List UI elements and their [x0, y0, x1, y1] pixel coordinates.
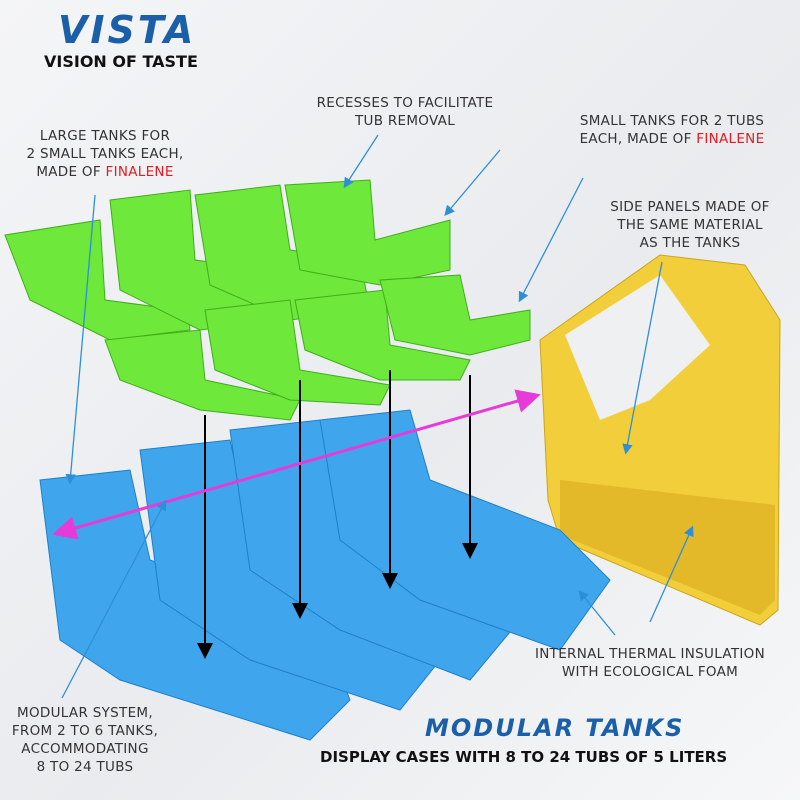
- label-line: LARGE TANKS FOR: [39, 128, 171, 144]
- callout-line: [343, 134, 379, 189]
- brand-tagline: VISION OF TASTE: [44, 52, 198, 71]
- label-line: MODULAR SYSTEM,: [17, 705, 153, 721]
- material-name: FINALENE: [696, 131, 765, 147]
- label-line: WITH ECOLOGICAL FOAM: [561, 664, 739, 680]
- small-tanks: [4, 179, 531, 421]
- label-line: SMALL TANKS FOR 2 TUBS: [579, 113, 765, 129]
- label-line: 2 SMALL TANKS EACH,: [26, 146, 184, 162]
- brand-logo: VISTA: [58, 8, 197, 52]
- label-small-tanks: SMALL TANKS FOR 2 TUBS EACH, MADE OF FIN…: [552, 112, 792, 148]
- label-text: EACH, MADE OF: [579, 131, 697, 147]
- label-recesses: RECESSES TO FACILITATE TUB REMOVAL: [295, 94, 515, 130]
- label-side-panels: SIDE PANELS MADE OF THE SAME MATERIAL AS…: [590, 198, 790, 252]
- label-line: ACCOMMODATING: [21, 741, 149, 757]
- label-insulation: INTERNAL THERMAL INSULATION WITH ECOLOGI…: [505, 645, 795, 681]
- footer-subtitle: DISPLAY CASES WITH 8 TO 24 TUBS OF 5 LIT…: [320, 748, 728, 766]
- material-name: FINALENE: [105, 164, 174, 180]
- label-modular-system: MODULAR SYSTEM, FROM 2 TO 6 TANKS, ACCOM…: [0, 704, 170, 776]
- label-line: AS THE TANKS: [639, 235, 741, 251]
- callout-line: [622, 261, 663, 455]
- callout-line: [61, 499, 167, 699]
- label-line: EACH, MADE OF FINALENE: [552, 130, 792, 148]
- callout-lines: [61, 134, 694, 699]
- label-line: TUB REMOVAL: [354, 113, 456, 129]
- label-line: THE SAME MATERIAL: [617, 217, 763, 233]
- side-panel-attachment-arrow: [52, 389, 541, 540]
- callout-line: [518, 177, 584, 303]
- label-line: SIDE PANELS MADE OF: [610, 199, 770, 215]
- label-line: INTERNAL THERMAL INSULATION: [535, 646, 765, 662]
- label-line: 8 TO 24 TUBS: [36, 759, 134, 775]
- label-line: MADE OF FINALENE: [20, 163, 190, 181]
- callout-line: [649, 525, 694, 623]
- callout-line: [65, 194, 96, 485]
- footer-title: MODULAR TANKS: [425, 714, 685, 742]
- side-panel: [539, 254, 781, 626]
- large-tanks: [39, 409, 611, 741]
- label-line: RECESSES TO FACILITATE: [316, 95, 494, 111]
- label-line: FROM 2 TO 6 TANKS,: [11, 723, 159, 739]
- label-large-tanks: LARGE TANKS FOR 2 SMALL TANKS EACH, MADE…: [20, 127, 190, 181]
- callout-line: [444, 149, 501, 216]
- callout-line: [578, 589, 616, 636]
- label-text: MADE OF: [36, 164, 106, 180]
